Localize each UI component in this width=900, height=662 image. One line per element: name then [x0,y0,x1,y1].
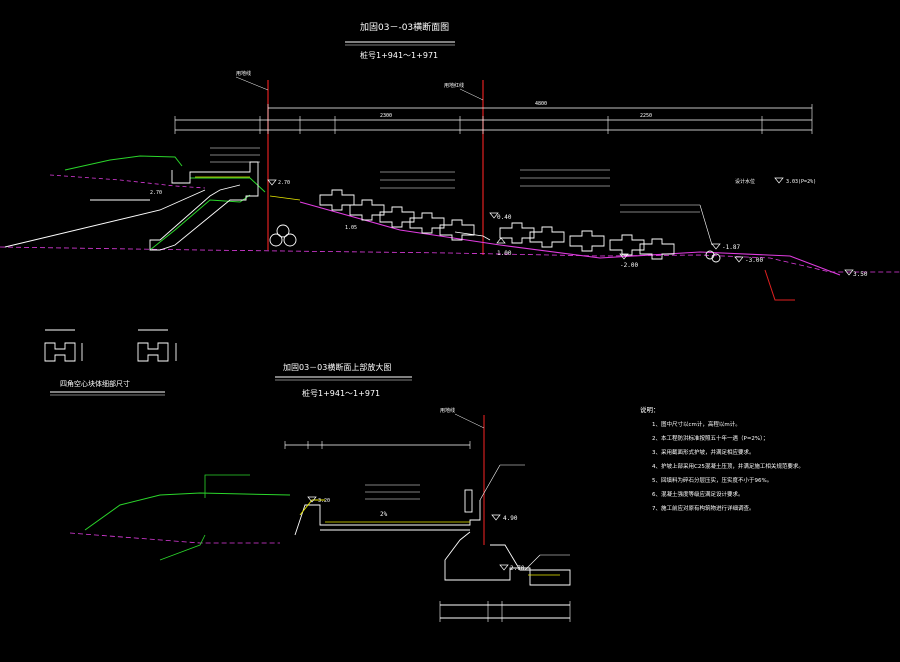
block-profile-a [44,342,76,362]
bottom-section-subtitle: 桩号1+941～1+971 [302,388,380,398]
elev-left-top: 2.70 [278,180,290,186]
elev-slope-left: 1.05 [345,225,357,231]
elev-right-far: 3.50 [853,271,868,278]
elev-slope-low: -2.00 [620,262,638,269]
elevation-markers [307,496,509,571]
note-item: 1、图中尺寸以cm计，高程以m计。 [652,420,741,428]
existing-ground-line-left [49,174,206,189]
hollow-block-revetment [269,189,721,263]
elev-middle-low: 1.00 [497,250,512,257]
notes-heading: 说明： [640,405,660,414]
dimension-ticks [174,104,813,134]
leader-line [459,88,484,101]
bottom-section-title: 加固03－03横断面上部放大图 [283,362,391,372]
note-item: 3、采用截面形式护坡，并满足相应要求。 [652,448,755,456]
block-detail: 四角空心块体细部尺寸 [44,329,177,396]
existing-ground-line [0,246,900,273]
elevation-markers [267,177,854,276]
leader-line [235,76,269,91]
green-leader [204,474,250,498]
embankment-top-green [64,155,183,171]
retaining-wall-structure [4,161,259,251]
general-notes: 说明： 1、图中尺寸以cm计，高程以m计。 2、本工程防洪标准按照五十年一遇（P… [640,405,804,512]
boundary-label-right: 用地红线 [444,82,464,89]
elev-right-a: -1.87 [722,244,740,251]
dimension-total-label: 4800 [535,101,547,107]
existing-ground-line [69,532,280,544]
note-item: 7、施工前应对原有构筑物进行详细调查。 [652,504,755,512]
elev-right-b: -3.00 [745,257,763,264]
right-red-leader [764,269,795,301]
yellow-cap-line [299,499,325,516]
elev-middle-top: 0.40 [497,214,512,221]
block-detail-caption: 四角空心块体细部尺寸 [60,379,130,388]
note-item: 6、混凝土强度等级应满足设计要求。 [652,490,744,498]
drainage-line-2 [269,195,301,201]
boundary-label-left: 用地线 [236,70,251,77]
annotation-leaders [210,147,713,246]
embankment-green [84,492,291,531]
boundary-label-bottom: 用地线 [440,407,455,414]
note-item: 2、本工程防洪标准按照五十年一遇（P=2%）； [652,434,768,442]
elev-right-top: 4.90 [503,515,518,522]
block-profile-b [137,342,169,362]
elev-left-mark: 2.70 [150,190,162,196]
dimension-ticks [284,441,471,449]
parapet-structure [294,489,571,622]
annotation-leaders [365,464,570,571]
top-cross-section: 加固03－-03横断面图 桩号1+941～1+971 用地线 用地红线 4800… [0,21,900,301]
top-section-title: 加固03－-03横断面图 [360,21,449,33]
green-leader-2 [159,534,206,561]
top-section-subtitle: 桩号1+941～1+971 [360,50,438,60]
slope-base-line [454,231,491,241]
note-item: 5、回填料为碎石分层压实，压实度不小于96%。 [652,476,772,484]
note-item: 4、护坡上部采用C25混凝土压顶，并满足施工相关规范要求。 [652,462,804,470]
design-level-label: 设计水位 [735,178,755,185]
elev-left-mark: 3.20 [318,498,330,504]
elev-right-note: 3.03(P=2%) [786,179,816,185]
elev-right-low: 2.70 [510,565,525,572]
bottom-enlarged-section: 加固03－03横断面上部放大图 桩号1+941～1+971 用地线 [69,362,571,622]
leader-line [454,413,485,429]
crest-green [190,177,266,193]
dimension-sub-2: 2250 [640,113,652,119]
design-slope-line [299,201,841,276]
dimension-sub-1: 2300 [380,113,392,119]
slope-mark: 2% [380,511,388,518]
embankment-slope-green [149,194,251,251]
